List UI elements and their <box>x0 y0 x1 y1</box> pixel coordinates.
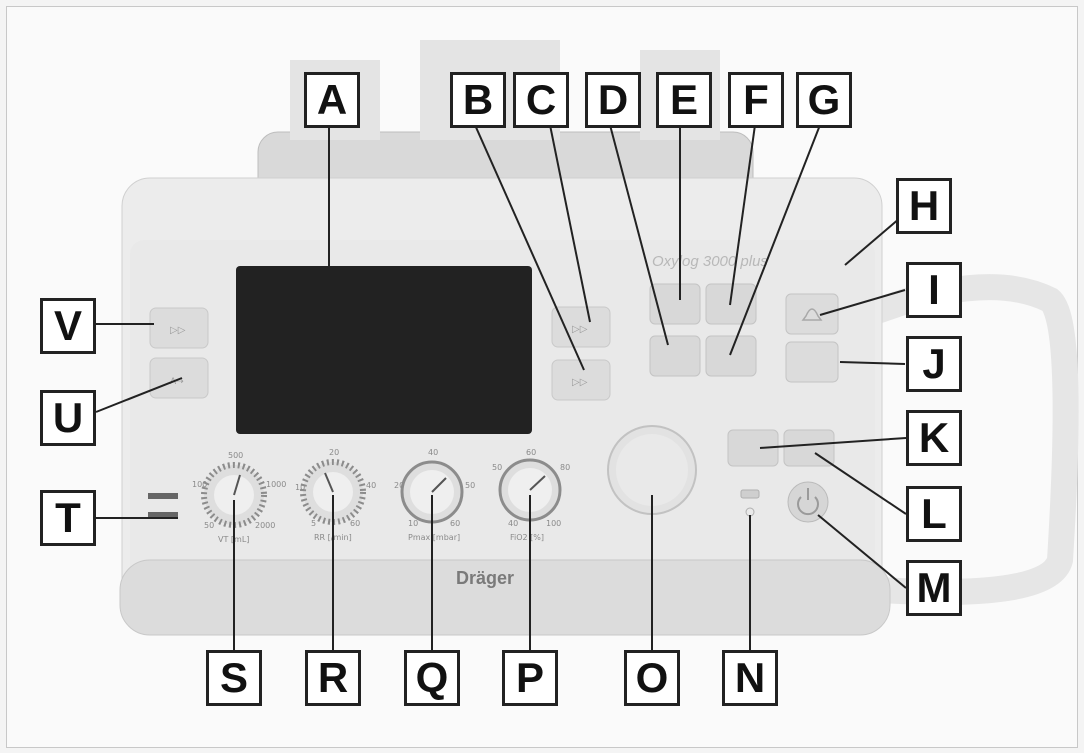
callout-i: I <box>906 262 962 318</box>
fio2-scale-right: 80 <box>560 463 570 472</box>
display-screen <box>236 266 532 434</box>
callout-s: S <box>206 650 262 706</box>
rr-scale-br: 60 <box>350 519 360 528</box>
fio2-scale-left: 50 <box>492 463 502 472</box>
rr-scale-left: 10 <box>295 483 305 492</box>
callout-u: U <box>40 390 96 446</box>
pmax-scale-left: 20 <box>394 481 404 490</box>
screen-key-upper-glyph: ▷▷ <box>572 324 588 335</box>
callout-f: F <box>728 72 784 128</box>
screen-key-lower-glyph: ▷▷ <box>572 377 588 388</box>
mode-key-3[interactable] <box>650 336 700 376</box>
rr-scale-bl: 5 <box>311 519 316 528</box>
callout-q: Q <box>404 650 460 706</box>
pmax-scale-top: 40 <box>428 448 438 457</box>
vt-scale-top: 500 <box>228 451 243 460</box>
model-name: Oxylog 3000 plus <box>652 253 768 270</box>
vt-scale-left: 100 <box>192 480 207 489</box>
pmax-label: Pmax [mbar] <box>408 533 460 542</box>
callout-t: T <box>40 490 96 546</box>
alarm-silence-key[interactable] <box>786 294 838 334</box>
rr-scale-top: 20 <box>329 448 339 457</box>
callout-k: K <box>906 410 962 466</box>
callout-l: L <box>906 486 962 542</box>
callout-e: E <box>656 72 712 128</box>
vt-scale-bl: 50 <box>204 521 214 530</box>
indicator-strip-1 <box>148 493 178 499</box>
rr-scale-right: 40 <box>366 481 376 490</box>
pmax-scale-br: 60 <box>450 519 460 528</box>
pmax-scale-right: 50 <box>465 481 475 490</box>
callout-r: R <box>305 650 361 706</box>
callout-d: D <box>585 72 641 128</box>
callout-n: N <box>722 650 778 706</box>
callout-m: M <box>906 560 962 616</box>
vt-scale-right: 1000 <box>266 480 286 489</box>
fio2-scale-top: 60 <box>526 448 536 457</box>
callout-p: P <box>502 650 558 706</box>
callout-v: V <box>40 298 96 354</box>
fio2-scale-bl: 40 <box>508 519 518 528</box>
fio2-scale-br: 100 <box>546 519 561 528</box>
callout-o: O <box>624 650 680 706</box>
callout-h: H <box>896 178 952 234</box>
alarm-reset-key[interactable] <box>786 342 838 382</box>
callout-c: C <box>513 72 569 128</box>
fio2-label: FiO2 [%] <box>510 533 544 542</box>
callout-j: J <box>906 336 962 392</box>
vt-scale-br: 2000 <box>255 521 275 530</box>
callout-a: A <box>304 72 360 128</box>
mode-key-4[interactable] <box>706 336 756 376</box>
brand-logo: Dräger <box>456 568 514 588</box>
callout-b: B <box>450 72 506 128</box>
battery-indicator <box>741 490 759 498</box>
left-key-upper-glyph: ▷▷ <box>170 325 186 336</box>
callout-g: G <box>796 72 852 128</box>
pmax-scale-bl: 10 <box>408 519 418 528</box>
